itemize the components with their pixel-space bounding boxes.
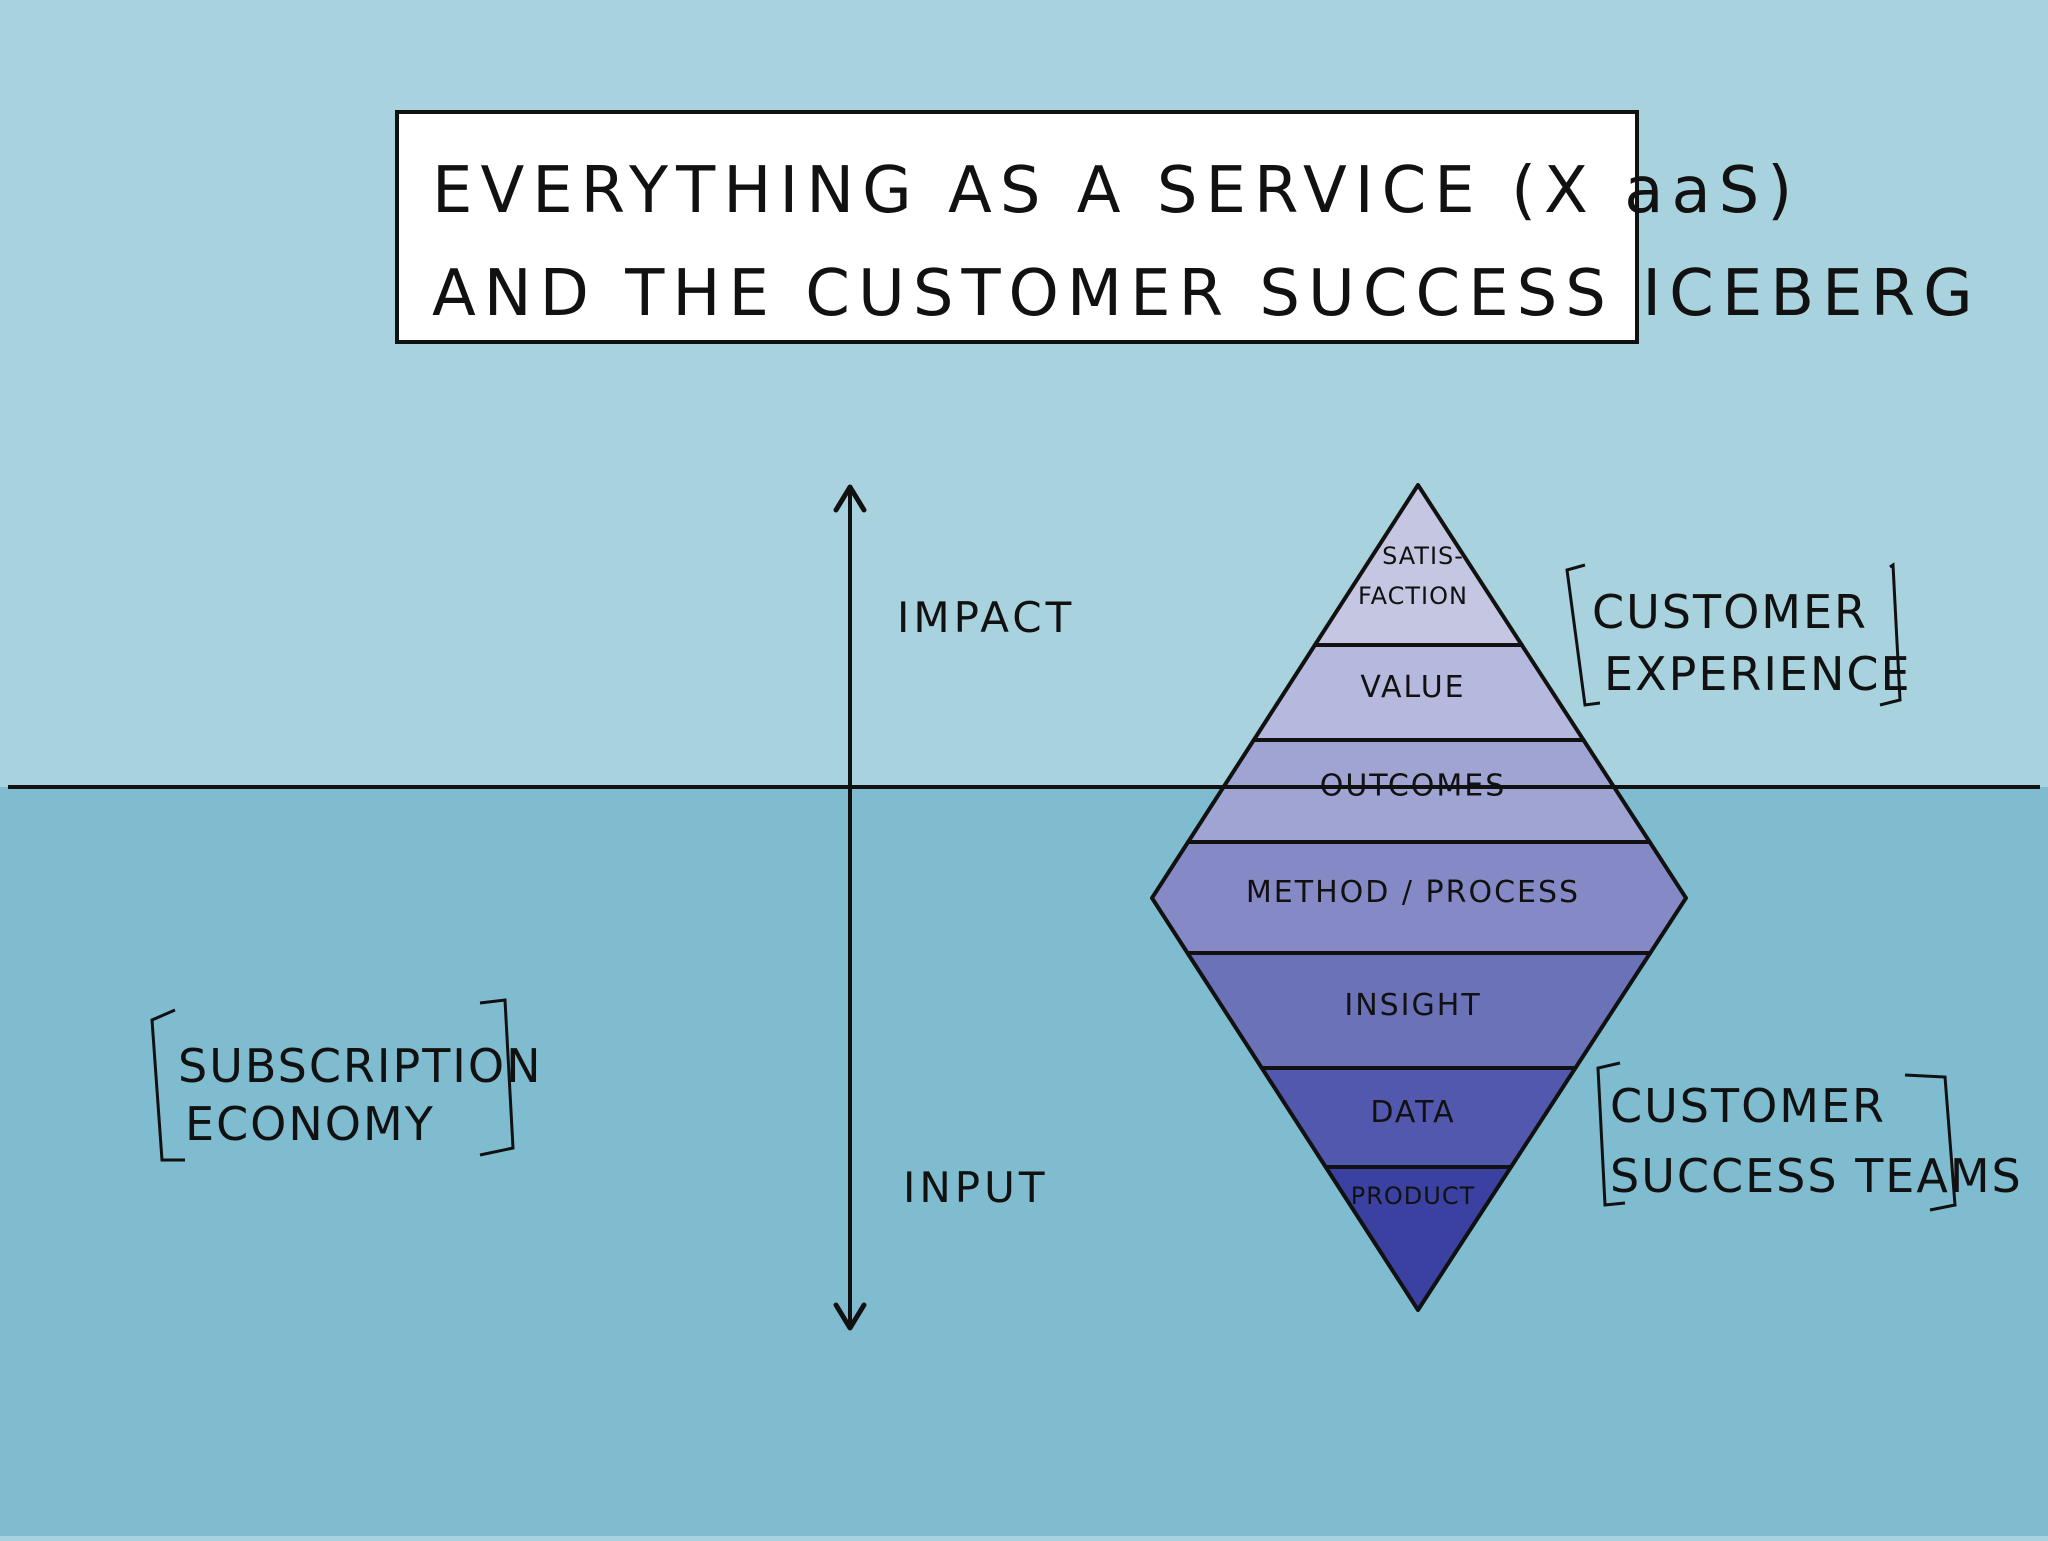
title-line-1: EVERYTHING AS A SERVICE (X aaS) [432, 154, 1800, 228]
iceberg-layer-label: PRODUCT [1351, 1182, 1476, 1210]
water-background [0, 787, 2048, 1536]
customer-experience-bracket [1565, 562, 1902, 707]
subscription-economy-line-2: ECONOMY [185, 1097, 435, 1151]
iceberg-layer-label: FACTION [1358, 582, 1468, 610]
iceberg-layer-label: INSIGHT [1344, 988, 1481, 1023]
iceberg-layer-label: METHOD / PROCESS [1246, 875, 1580, 910]
impact-label: IMPACT [897, 593, 1075, 642]
title-line-2: AND THE CUSTOMER SUCCESS ICEBERG [432, 257, 1981, 331]
bracket-left [1596, 1061, 1626, 1207]
customer-experience-line-1: CUSTOMER [1592, 585, 1868, 639]
bracket-left [150, 1008, 185, 1162]
customer-success-teams-bracket [1596, 1061, 1957, 1212]
bracket-right [1879, 562, 1902, 707]
iceberg-layer-label: SATIS- [1382, 542, 1464, 570]
iceberg-layer [1323, 1165, 1513, 1312]
input-label: INPUT [903, 1163, 1049, 1212]
bracket-left [1565, 563, 1601, 707]
customer-experience-line-2: EXPERIENCE [1604, 647, 1912, 701]
bracket-right [479, 998, 515, 1157]
title-box [395, 110, 1639, 344]
customer-success-teams-line-1: CUSTOMER [1610, 1079, 1886, 1133]
iceberg-layer-label: DATA [1370, 1095, 1455, 1130]
subscription-economy-bracket [150, 998, 515, 1162]
arrow-down-icon [833, 1302, 867, 1331]
iceberg-layer-label: VALUE [1360, 670, 1465, 705]
subscription-economy-line-1: SUBSCRIPTION [178, 1039, 543, 1093]
bracket-right [1904, 1073, 1957, 1212]
customer-success-teams-line-2: SUCCESS TEAMS [1610, 1149, 2023, 1203]
impact-input-axis [833, 484, 867, 1331]
arrow-up-icon [833, 484, 867, 513]
